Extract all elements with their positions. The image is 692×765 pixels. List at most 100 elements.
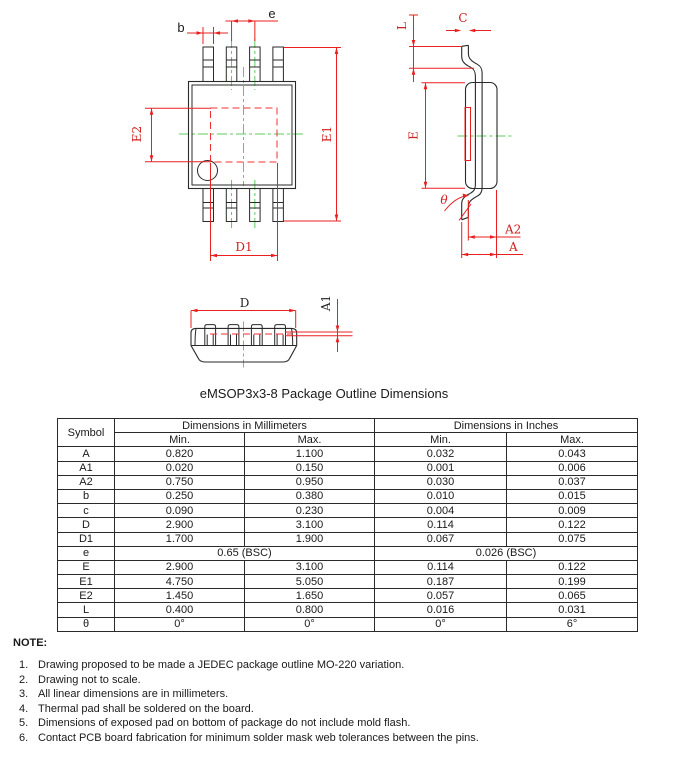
symbol-cell: D [57, 517, 115, 533]
symbol-cell: L [57, 602, 115, 618]
dim-label-E2: E2 [130, 126, 144, 142]
table-cell: 0.030 [374, 474, 508, 490]
table-cell: 0.031 [506, 602, 639, 618]
table-cell: 0.015 [506, 488, 639, 505]
table-cell: 2.900 [114, 517, 245, 533]
note-number: 1. [19, 659, 29, 671]
table-cell: 3.100 [243, 517, 376, 533]
note-number: 4. [19, 702, 29, 715]
exposed-pad-outline [210, 107, 278, 163]
symbol-cell: E [57, 559, 115, 576]
table-cell: 0° [374, 616, 508, 632]
note-text: Thermal pad shall be soldered on the boa… [38, 702, 254, 715]
header-mm-group: Dimensions in Millimeters [113, 417, 376, 434]
symbol-cell: A [57, 446, 115, 462]
table-row: c 0.090 0.230 0.004 0.009 [57, 503, 639, 519]
package-outline-drawing: b e E1 E2 D1 [130, 6, 523, 368]
table-cell: 0.199 [506, 574, 639, 590]
note-number: 3. [19, 688, 29, 701]
dim-label-D1: D1 [235, 240, 252, 254]
note-text: Dimensions of exposed pad on bottom of p… [38, 717, 411, 730]
table-cell: 0.006 [506, 460, 639, 476]
header-in-max: Max. [506, 432, 639, 448]
table-cell: 0.001 [374, 460, 508, 476]
note-text: All linear dimensions are in millimeters… [38, 688, 229, 701]
table-cell: 0.230 [243, 503, 376, 519]
note-item: 4. Thermal pad shall be soldered on the … [13, 702, 678, 717]
table-cell: 0.380 [243, 488, 376, 505]
table-row: E1 4.750 5.050 0.187 0.199 [57, 574, 639, 590]
drawing-title: eMSOP3x3-8 Package Outline Dimensions [199, 386, 449, 401]
dim-label-theta: θ [440, 193, 448, 207]
dim-label-A: A [508, 240, 518, 254]
top-view: b e E1 E2 D1 [130, 6, 341, 261]
table-cell: 0.043 [506, 446, 639, 462]
table-cell: 1.450 [114, 588, 245, 604]
table-cell: 0.114 [374, 517, 508, 533]
table-row: E 2.900 3.100 0.114 0.122 [57, 559, 639, 576]
note-text: Contact PCB board fabrication for minimu… [38, 731, 479, 744]
notes-heading: NOTE: [13, 637, 48, 649]
table-header-minmax: Min. Max. Min. Max. [58, 432, 639, 448]
dim-label-C: C [458, 11, 467, 25]
table-cell: 0.122 [506, 517, 639, 533]
note-text: Drawing not to scale. [38, 673, 141, 686]
table-cell: 2.900 [114, 559, 245, 576]
table-cell-span: 0.65 (BSC) [113, 545, 376, 561]
table-row-e: e 0.65 (BSC) 0.026 (BSC) [57, 545, 639, 561]
symbol-cell: A2 [57, 474, 115, 490]
table-row: E2 1.450 1.650 0.057 0.065 [57, 588, 639, 604]
table-cell-span: 0.026 (BSC) [374, 545, 639, 561]
table-cell: 0.114 [374, 559, 508, 576]
table-cell: 0.250 [114, 488, 245, 505]
table-cell: 0.187 [374, 574, 508, 590]
table-cell: 0.004 [374, 503, 508, 519]
header-in-group: Dimensions in Inches [374, 417, 639, 434]
notes-section: NOTE: 1. Drawing proposed to be made a J… [13, 637, 678, 746]
table-cell: 0.067 [374, 531, 508, 547]
symbol-cell: D1 [57, 531, 115, 547]
table-cell: 0.820 [114, 446, 245, 462]
table-cell: 0.020 [114, 460, 245, 476]
table-cell: 1.650 [243, 588, 376, 604]
side-view: L C E θ A2 A [395, 11, 523, 258]
symbol-cell: E1 [57, 574, 115, 590]
table-cell: 0.150 [243, 460, 376, 476]
note-number: 6. [19, 731, 29, 744]
note-item: 1. Drawing proposed to be made a JEDEC p… [13, 658, 678, 673]
dim-label-D: D [240, 296, 250, 310]
note-item: 5. Dimensions of exposed pad on bottom o… [13, 716, 678, 731]
dimensions-table: Symbol Dimensions in Millimeters Dimensi… [57, 417, 639, 632]
dim-label-E1: E1 [320, 126, 334, 142]
table-cell: 0.950 [243, 474, 376, 490]
dim-label-L: L [395, 22, 409, 30]
dim-label-A1: A1 [319, 295, 333, 312]
front-view: D A1 [190, 295, 353, 368]
table-cell: 0.032 [374, 446, 508, 462]
note-item: 3. All linear dimensions are in millimet… [13, 687, 678, 702]
table-row: b 0.250 0.380 0.010 0.015 [57, 488, 639, 505]
table-header-groups: Symbol Dimensions in Millimeters Dimensi… [57, 417, 639, 448]
table-cell: 4.750 [114, 574, 245, 590]
table-cell: 0.075 [506, 531, 639, 547]
table-row: L 0.400 0.800 0.016 0.031 [57, 602, 639, 618]
table-cell: 3.100 [243, 559, 376, 576]
note-text: Drawing proposed to be made a JEDEC pack… [38, 659, 405, 671]
header-symbol: Symbol [57, 417, 115, 448]
table-cell: 6° [506, 616, 639, 632]
note-number: 5. [19, 717, 29, 730]
table-cell: 0.065 [506, 588, 639, 604]
table-cell: 0.750 [114, 474, 245, 490]
table-cell: 5.050 [243, 574, 376, 590]
table-cell: 0.090 [114, 503, 245, 519]
header-mm-min: Min. [114, 432, 245, 448]
note-item: 6. Contact PCB board fabrication for min… [13, 731, 678, 746]
dim-label-A2: A2 [504, 223, 521, 237]
table-cell: 0.400 [114, 602, 245, 618]
table-cell: 1.100 [243, 446, 376, 462]
table-row: θ 0° 0° 0° 6° [57, 616, 639, 632]
table-row: A 0.820 1.100 0.032 0.043 [57, 446, 639, 462]
table-cell: 1.900 [243, 531, 376, 547]
symbol-cell: c [57, 503, 115, 519]
table-cell: 0.057 [374, 588, 508, 604]
